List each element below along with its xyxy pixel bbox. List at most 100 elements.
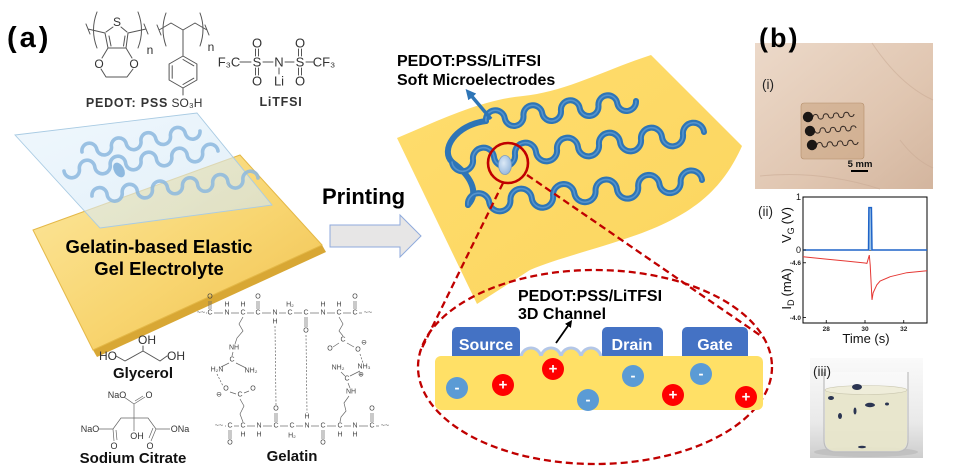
gelatin-atom-label: C	[344, 376, 349, 383]
vg-axis-symbol: V	[779, 234, 794, 243]
litfsi-cf3-right: CF₃	[313, 55, 336, 70]
y-tick-label: 0	[796, 245, 801, 255]
ion-circle	[577, 389, 599, 411]
pedot-pss-caption: PEDOT: PSS	[86, 96, 168, 110]
gelatin-atom-label: C	[237, 392, 242, 399]
gelatin-atom-label: C	[273, 423, 278, 430]
gel-electrolyte-layer	[435, 356, 763, 410]
gelatin-atom-label: H₂N	[211, 367, 224, 374]
ion-sign: +	[669, 387, 678, 404]
fragment	[838, 413, 842, 419]
gelatin-atom-label: H	[240, 302, 245, 309]
gelatin-side-chain-bond	[220, 362, 230, 368]
litfsi-oxygen-top-right: O	[295, 36, 305, 51]
gelatin-atom-label: O	[303, 328, 309, 335]
gelatin-side-chain-bond	[231, 351, 234, 357]
source-electrode	[452, 327, 520, 361]
beaker-photo: (iii)	[810, 358, 923, 458]
photo-iii-label: (iii)	[813, 364, 831, 379]
gelatin-atom-label: C	[340, 337, 345, 344]
gelatin-atom-label: N	[256, 423, 261, 430]
id-series-line	[802, 254, 928, 300]
gelatin-atom-label: C	[320, 423, 325, 430]
microelectrode-label-line-2: Soft Microelectrodes	[397, 72, 555, 89]
gelatin-atom-label: NH₂	[245, 368, 258, 375]
gelatin-hydrogen-bond	[359, 353, 364, 364]
ion-circle	[542, 358, 564, 380]
litfsi-cf3-left: F₃C	[218, 55, 241, 70]
slab-edge	[93, 245, 326, 357]
gel-electrolyte-label-line-1: Gelatin-based Elastic	[65, 236, 252, 257]
gelatin-side-chain-bond	[243, 390, 250, 394]
gelatin-side-chain-bond	[332, 342, 340, 348]
litfsi-oxygen-bottom-right: O	[295, 74, 305, 89]
gelatin-atom-label: C	[255, 310, 260, 317]
gelatin-atom-label: H	[336, 302, 341, 309]
gelatin-atom-label: H	[320, 302, 325, 309]
citrate-o-bottom-left: O	[110, 441, 117, 451]
gelatin-atom-label: O	[273, 406, 279, 413]
citrate-ona-right: ONa	[171, 424, 190, 434]
gelatin-side-chain-bond	[234, 316, 244, 345]
pedot-oxygen-right-label: O	[129, 57, 138, 71]
citrate-bonds	[99, 395, 170, 442]
gelatin-atom-label: C	[207, 310, 212, 317]
contact-pad	[804, 125, 816, 137]
pedot-oxygen-left-label: O	[94, 57, 103, 71]
vg-axis-title: VG(V)	[779, 207, 796, 243]
sodium-citrate-structure: NaO O NaO OH ONa O O Sodium Citrate	[80, 390, 190, 467]
gelatin-atom-label: O	[327, 346, 333, 353]
printing-step: Printing	[322, 184, 422, 259]
citrate-o-top: O	[145, 390, 152, 400]
microelectrode-trace-highlight	[467, 169, 703, 213]
x-tick-label: 30	[861, 326, 869, 333]
glycerol-oh-right: OH	[167, 349, 185, 363]
gelatin-atom-label: N	[304, 423, 309, 430]
gelatin-atom-label: O	[320, 440, 326, 447]
channel-label-line-2: 3D Channel	[518, 306, 606, 323]
gelatin-atom-label: ⊖	[216, 392, 222, 399]
gel-electrolyte-label: Gelatin-based Elastic Gel Electrolyte	[65, 236, 252, 279]
gelatin-atom-label: H	[304, 414, 309, 421]
ion-circle	[662, 384, 684, 406]
cation-icon: +	[662, 384, 684, 406]
litfsi-nitrogen: N	[274, 55, 283, 70]
device-traces	[812, 111, 859, 148]
gelatin-side-chain-bond	[229, 391, 237, 395]
ion-sign: -	[455, 380, 460, 397]
gelatin-atom-label: C	[240, 423, 245, 430]
gelatin-atom-label: N	[320, 310, 325, 317]
gelatin-atom-label: C	[352, 310, 357, 317]
gelatin-bonds	[206, 301, 379, 439]
litfsi-oxygen-bottom-left: O	[252, 74, 262, 89]
y-tick-label: -4.6	[790, 260, 802, 267]
ion-sign: -	[631, 368, 636, 385]
gelatin-atom-label: N	[272, 310, 277, 317]
anion-icon: -	[622, 365, 644, 387]
dissolving-device-fragments	[828, 384, 889, 449]
gelatin-atom-label: NH₃	[358, 364, 371, 371]
callout-line-right	[526, 174, 765, 339]
cation-icon: +	[542, 358, 564, 380]
gelatin-atom-label: O	[352, 294, 358, 301]
gelatin-atom-label: O	[355, 347, 361, 354]
fragment	[885, 402, 889, 406]
anion-icon: -	[690, 363, 712, 385]
sodium-citrate-caption: Sodium Citrate	[80, 450, 187, 467]
channel-3d-bumps	[519, 346, 603, 359]
sheet-serpentine-trace	[90, 169, 260, 203]
gelatin-atom-label: C	[303, 310, 308, 317]
litfsi-lithium: Li	[274, 74, 284, 89]
pss-sulfonate-label: SO₃H	[172, 96, 203, 110]
printing-arrow-icon	[329, 213, 422, 259]
gelatin-hydrogen-bond	[274, 325, 277, 406]
citrate-nao-top: NaO	[108, 390, 127, 400]
microelectrode-loop	[449, 159, 477, 208]
id-axis-subscript: D	[786, 299, 796, 306]
gelatin-atom-label: N	[224, 310, 229, 317]
panel-b-label: (b)	[759, 23, 799, 53]
citrate-oh-center: OH	[130, 431, 144, 441]
ion-sign: +	[549, 361, 558, 378]
gelatin-atom-label: H	[337, 432, 342, 439]
